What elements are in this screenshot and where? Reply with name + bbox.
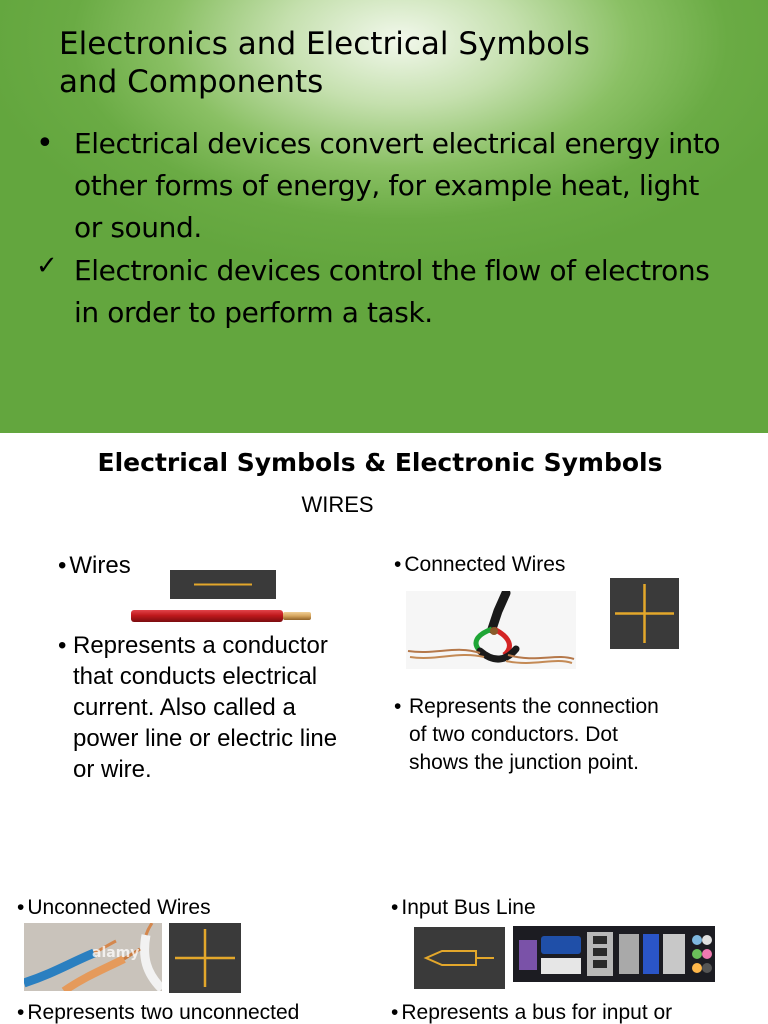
- section-subtitle: WIRES: [301, 492, 374, 517]
- bullet-dot: •: [394, 695, 402, 718]
- title-line-2: and Components: [59, 64, 324, 100]
- bullet-electronic-devices: Electronic devices control the flow of e…: [74, 250, 754, 334]
- connected-wires-label: •Connected Wires: [394, 551, 565, 579]
- desc-line: Represents two unconnected: [27, 1001, 300, 1024]
- wires-label: •Wires: [58, 550, 131, 581]
- bullet-dot: •: [17, 896, 25, 919]
- desc-line: shows the junction point.: [409, 751, 639, 774]
- desc-line: Represents a bus for input or: [401, 1001, 673, 1024]
- crossing-symbol-icon: [175, 929, 235, 987]
- input-bus-line-label: •Input Bus Line: [391, 894, 536, 922]
- desc-line: of two conductors. Dot: [409, 723, 618, 746]
- red-wire-photo: [128, 608, 314, 624]
- twisted-wires-icon: [406, 591, 576, 669]
- bullet-dot-marker: •: [36, 126, 54, 161]
- bullet-dot: •: [394, 553, 402, 576]
- desc-line: Represents a conductor: [73, 632, 328, 659]
- bullet-dot: •: [391, 896, 399, 919]
- bullet-electrical-devices: Electrical devices convert electrical en…: [74, 123, 754, 249]
- wire-symbol: [170, 570, 276, 599]
- unconnected-wires-label-text: Unconnected Wires: [27, 896, 211, 919]
- desc-line: or wire.: [73, 756, 152, 783]
- bullet-line: or sound.: [74, 211, 202, 244]
- desc-line: that conducts electrical: [73, 663, 318, 690]
- input-bus-symbol: [414, 927, 505, 989]
- input-bus-line-label-text: Input Bus Line: [401, 896, 536, 919]
- slide-2-title: Electrical Symbols & Electronic Symbols: [97, 448, 663, 477]
- slide-2: Electrical Symbols & Electronic Symbols …: [0, 433, 768, 1024]
- wire-symbol-icon: [194, 583, 252, 586]
- bullet-line: in order to perform a task.: [74, 296, 433, 329]
- checkmark-icon: ✓: [36, 251, 58, 281]
- bullet-dot: •: [58, 632, 67, 659]
- title-line-1: Electronics and Electrical Symbols: [59, 26, 590, 62]
- io-panel-photo: [513, 926, 715, 982]
- desc-line: current. Also called a: [73, 694, 296, 721]
- unconnected-wires-photo: alamy: [24, 923, 162, 991]
- connected-wires-label-text: Connected Wires: [404, 553, 566, 576]
- bullet-line: Electronic devices control the flow of e…: [74, 254, 710, 287]
- connected-wires-photo: [406, 591, 576, 669]
- slide-1: Electronics and Electrical Symbols and C…: [0, 0, 768, 433]
- wires-label-text: Wires: [69, 552, 131, 579]
- unconnected-wires-label: •Unconnected Wires: [17, 894, 211, 922]
- bullet-dot: •: [17, 1001, 25, 1024]
- unconnected-wires-description: •Represents two unconnected: [17, 999, 299, 1024]
- red-wire-icon: [131, 610, 311, 622]
- bullet-line: Electrical devices convert electrical en…: [74, 127, 721, 160]
- bus-connector-icon: [423, 950, 494, 966]
- input-bus-line-description: •Represents a bus for input or: [391, 999, 672, 1024]
- unconnected-wires-symbol: [169, 923, 241, 993]
- bullet-dot: •: [391, 1001, 399, 1024]
- desc-line: Represents the connection: [409, 695, 659, 718]
- unconnected-wires-photo-icon: [24, 923, 162, 991]
- slide-1-title: Electronics and Electrical Symbols and C…: [59, 25, 739, 101]
- photo-watermark: alamy: [92, 945, 140, 961]
- desc-line: power line or electric line: [73, 725, 338, 752]
- io-ports-icon: [513, 926, 715, 982]
- junction-symbol-icon: [615, 584, 674, 643]
- connected-wires-symbol: [610, 578, 679, 649]
- bullet-dot: •: [58, 552, 67, 579]
- connected-wires-description: • Represents the connection of two condu…: [394, 693, 739, 777]
- bullet-line: other forms of energy, for example heat,…: [74, 169, 699, 202]
- wires-description: • Represents a conductor that conducts e…: [58, 630, 383, 785]
